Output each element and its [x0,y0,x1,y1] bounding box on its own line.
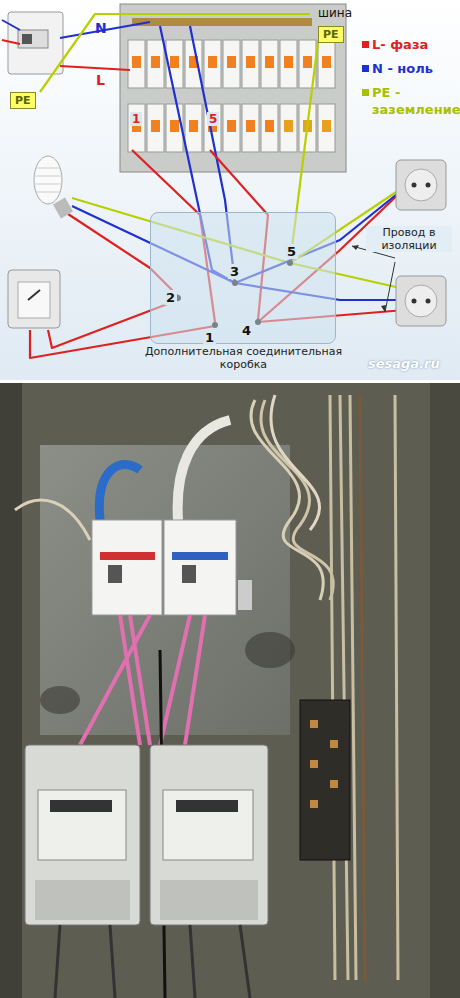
legend-item: L- фаза [372,36,428,53]
bus-label: шина [318,6,352,20]
wire-label: N [95,20,107,36]
box-caption: Дополнительная соединительная коробка [141,345,346,371]
legend-item: N - ноль [372,60,433,77]
watermark: sesaga.ru [368,356,440,371]
legend-text: N - ноль [372,61,433,76]
pe-label: PE [15,94,31,107]
legend-text: PE - заземление [372,85,460,117]
callout-number: 3 [228,264,241,279]
pe-tag: PE [318,26,344,43]
callout-number: 5 [285,244,298,259]
legend-swatch [362,41,369,48]
legend-swatch [362,65,369,72]
legend-swatch [362,89,369,96]
callout-number: 4 [240,323,253,338]
legend-text: L- фаза [372,37,428,52]
legend-item: PE - заземление [372,84,456,118]
callout-number: 5 [207,112,219,126]
pe-label: PE [323,28,339,41]
callout-number: 1 [203,330,216,345]
callout-number: 2 [164,290,177,305]
note: Провод в изоляции [366,226,452,252]
wire-label: L [96,72,105,88]
pe-tag: PE [10,92,36,109]
callout-number: 1 [130,112,142,126]
